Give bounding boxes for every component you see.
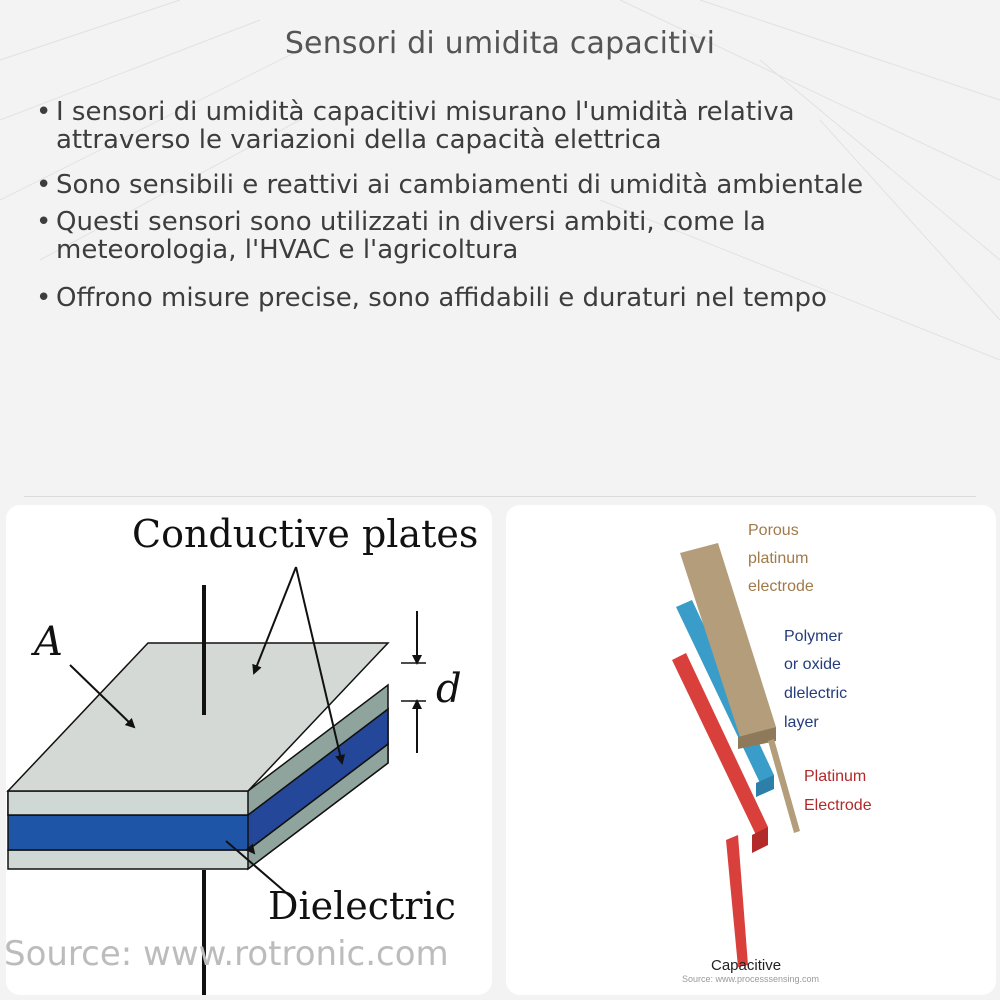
bullet-dot: • [36, 97, 52, 127]
platinum-electrode-lead [726, 835, 748, 967]
plate-arrow-top [252, 566, 297, 675]
label-polymer-line1: Polymer [784, 628, 843, 645]
top-plate-front [7, 790, 249, 816]
porous-electrode-lead [768, 739, 800, 833]
bullet-dot: • [36, 283, 52, 313]
bullet-dot: • [36, 207, 52, 237]
bullet-text: Offrono misure precise, sono affidabili … [56, 283, 827, 313]
label-area: A [30, 619, 63, 665]
label-porous-line3: electrode [748, 578, 814, 595]
background-decoration [0, 0, 1000, 361]
bullet-text: attraverso le variazioni della capacità … [56, 125, 662, 155]
divider [24, 496, 976, 497]
platinum-electrode-edge [752, 827, 768, 853]
page-title: Sensori di umidita capacitivi [284, 26, 716, 61]
plate-arrow-bottom [295, 566, 346, 765]
bullet-item: • I sensori di umidità capacitivi misura… [36, 98, 976, 154]
label-polymer-line4: layer [784, 714, 819, 731]
bullet-text: meteorologia, l'HVAC e l'agricoltura [56, 235, 519, 265]
bullet-dot: • [36, 170, 52, 200]
label-polymer-line2: or oxide [784, 656, 841, 673]
dielectric-layer-edge [756, 775, 774, 797]
source-rotronic: Source: www.rotronic.com [6, 934, 449, 974]
label-platinum-line2: Electrode [804, 797, 872, 814]
label-porous-line1: Porous [748, 522, 799, 539]
dielectric-pointer [225, 840, 292, 898]
label-conductive-plates: Conductive plates [132, 512, 478, 556]
bullet-text: I sensori di umidità capacitivi misurano… [56, 97, 795, 127]
label-porous-line2: platinum [748, 550, 808, 567]
sensor-layers-diagram: Porous platinum electrode Polymer or oxi… [672, 522, 872, 984]
sensor-layers-panel: Porous platinum electrode Polymer or oxi… [506, 505, 996, 995]
bullet-text: Sono sensibili e reattivi ai cambiamenti… [56, 170, 864, 200]
caption-capacitive: Capacitive [711, 957, 781, 974]
porous-electrode-edge [738, 727, 776, 749]
bullet-list: • I sensori di umidità capacitivi misura… [36, 98, 976, 312]
label-distance: d [436, 666, 462, 712]
bullet-item: • Offrono misure precise, sono affidabil… [36, 284, 976, 312]
bullet-item: • Sono sensibili e reattivi ai cambiamen… [36, 171, 976, 199]
area-arrow [69, 664, 136, 729]
label-polymer-line3: dlelectric [784, 685, 847, 702]
bullet-item: • Questi sensori sono utilizzati in dive… [36, 208, 976, 264]
label-dielectric: Dielectric [268, 884, 456, 928]
capacitor-diagram-panel: Conductive plates A d Dielectric Source:… [6, 505, 492, 995]
label-platinum-line1: Platinum [804, 768, 866, 785]
porous-electrode-layer [680, 543, 776, 737]
capacitor-diagram: Conductive plates A d Dielectric Source:… [6, 512, 478, 995]
bullet-text: Questi sensori sono utilizzati in divers… [56, 207, 766, 237]
top-plate-surface [6, 642, 390, 792]
platinum-electrode-layer [672, 653, 768, 835]
source-processsensing: Source: www.processsensing.com [682, 974, 819, 984]
